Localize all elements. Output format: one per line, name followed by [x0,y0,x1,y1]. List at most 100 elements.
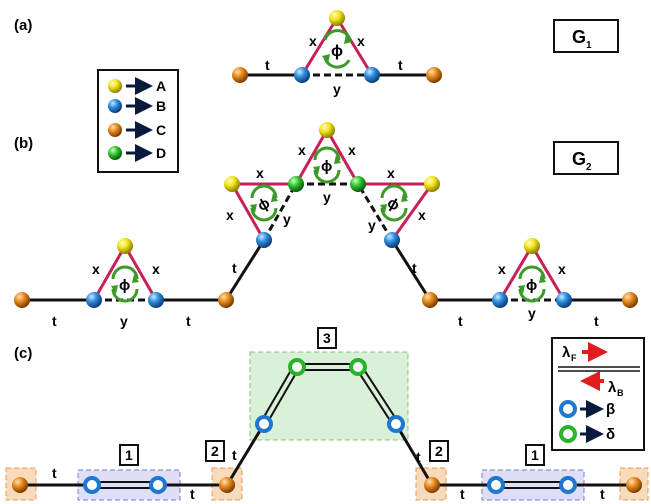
legend-entry-delta: δ [559,425,615,443]
site-a [524,238,540,254]
site-c [426,67,442,83]
site-c [626,477,642,493]
site-b [86,292,102,308]
bond-label-t: t [232,447,237,463]
site-beta [559,476,577,494]
graph-g1: ϕ t t x x y [232,10,442,97]
flux-label: ϕ [321,158,332,175]
bond-label-t: t [232,260,237,276]
graph-label-g1: G 1 [553,19,619,53]
site-c [219,477,235,493]
svg-text:1: 1 [586,40,592,51]
bond-x [498,245,534,301]
flux-label: ϕ [255,194,273,214]
svg-text:B: B [156,98,166,114]
svg-text:λ: λ [562,344,571,361]
site-beta [83,476,101,494]
bond-label-y: y [333,81,341,97]
site-d [288,176,304,192]
bond-label-t: t [398,57,403,73]
site-c [422,292,438,308]
site-delta [288,358,306,376]
site-b [364,67,380,83]
bond-x [530,245,566,301]
double-bond [260,364,300,426]
double-bond [496,481,568,489]
bond-label-y: y [120,313,128,329]
flux-label: ϕ [119,277,130,294]
bond-x [300,17,339,76]
bond-label-t: t [52,465,57,481]
site-b [294,67,310,83]
flux-arrow-icon [250,184,278,222]
bond-label-y: y [368,217,376,233]
site-beta [487,476,505,494]
bond-label-t: t [458,313,463,329]
bond-t [390,239,432,301]
bond-label-x: x [256,165,264,181]
bond-label-t: t [460,486,465,502]
site-c [424,477,440,493]
svg-text:D: D [156,145,166,161]
bond-label-x: x [152,261,160,277]
bond-label-t: t [600,486,605,502]
hopping-legend: λ F λ B β δ [551,337,645,451]
svg-text:2: 2 [435,443,443,459]
bond-t [394,423,434,486]
bond-label-x: x [558,261,566,277]
panel-label-b: (b) [14,135,33,152]
legend-entry-d: D [108,144,166,162]
site-a [319,122,335,138]
box-label-2: 2 [429,440,449,462]
box-label-2: 2 [205,440,225,462]
site-c [622,292,638,308]
double-bond [297,363,358,371]
svg-text:F: F [571,353,577,363]
site-d [350,176,366,192]
flux-label: ϕ [526,277,537,294]
bond-label-x: x [357,33,365,49]
legend-entry-b: B [108,97,166,115]
site-a [117,238,133,254]
bond-x [325,129,360,185]
bond-label-x: x [309,33,317,49]
bond-x [335,17,374,76]
svg-text:λ: λ [608,379,617,396]
region-box-3 [249,351,409,441]
bond-label-y: y [528,305,536,321]
bond-label-t: t [186,313,191,329]
box-label-3: 3 [317,327,337,349]
bond-x [294,129,329,185]
legend-lambda-f: λ F [562,342,608,363]
svg-text:δ: δ [606,426,615,443]
svg-text:β: β [606,401,615,418]
site-a [224,176,240,192]
site-beta [149,476,167,494]
bond-label-t: t [265,57,270,73]
box-label-1: 1 [525,444,545,466]
svg-text:3: 3 [323,330,331,346]
site-c [12,477,28,493]
site-c [14,292,30,308]
bond-t [224,239,266,301]
bond-label-x: x [92,261,100,277]
legend-lambda-b: λ B [580,371,624,398]
bond-label-x: x [348,142,356,158]
flux-arrow-icon [313,146,341,184]
svg-text:G: G [572,149,586,169]
site-beta [255,415,273,433]
graph-g2: ϕ ϕ ϕ ϕ ϕ t t t t t t y y y y y x x [14,122,638,329]
site-b [256,232,272,248]
flux-arrow-icon [322,29,352,69]
panel-label-c: (c) [14,345,32,362]
bond-label-t: t [190,486,195,502]
svg-text:B: B [617,388,624,398]
bond-label-t: t [412,260,417,276]
svg-text:2: 2 [586,162,592,173]
site-beta [387,415,405,433]
svg-text:1: 1 [125,447,133,463]
site-b [384,232,400,248]
graph-label-g2: G 2 [553,141,619,175]
site-a [424,176,440,192]
